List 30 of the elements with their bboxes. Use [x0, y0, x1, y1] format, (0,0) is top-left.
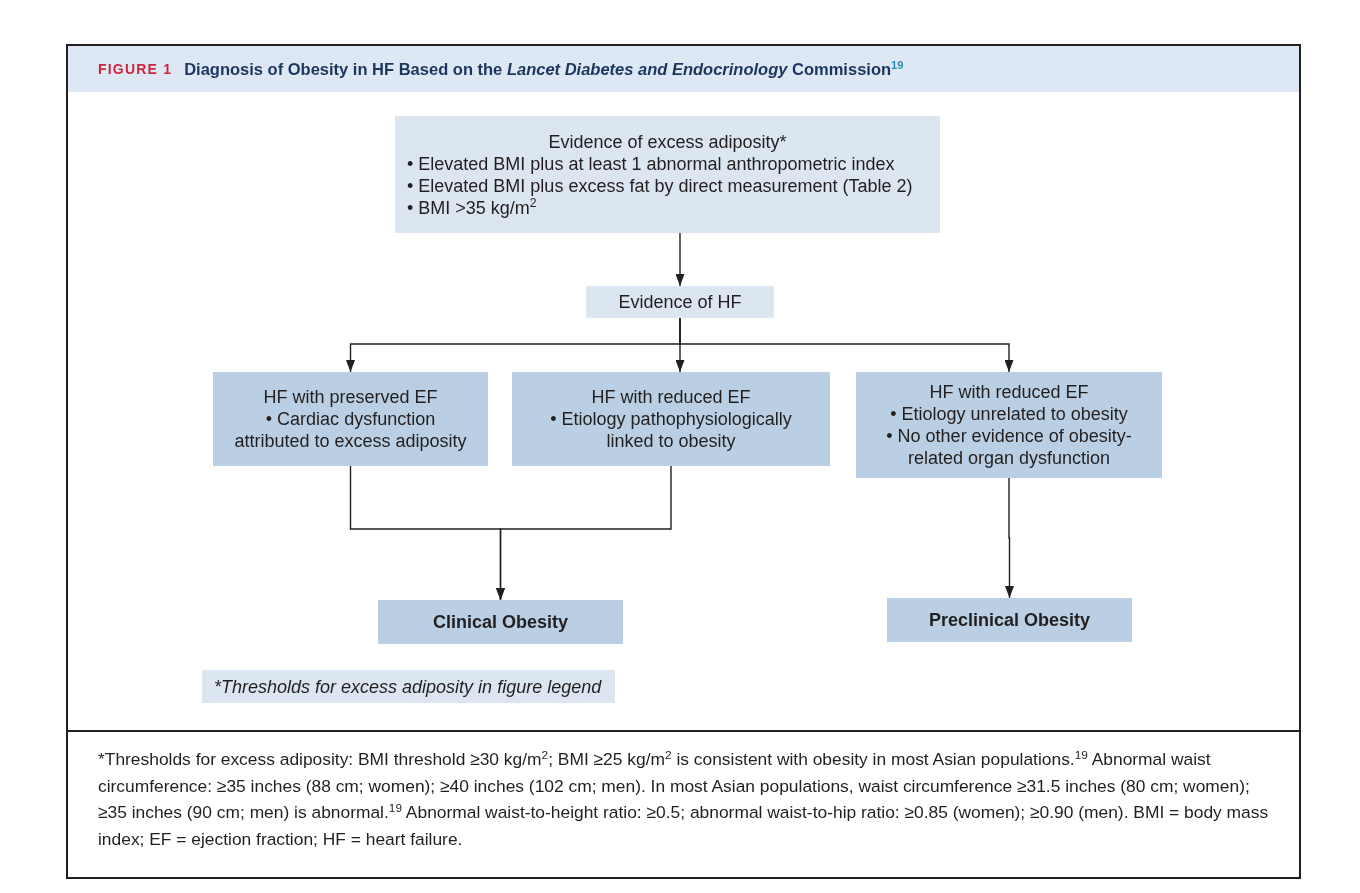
box-heading: Evidence of excess adiposity* [547, 130, 788, 153]
process-box [586, 286, 774, 318]
figure-title: Diagnosis of Obesity in HF Based on the Lancet Diabetes and Endocrinology Commission$^{19}$ [184, 59, 904, 79]
footnote-text: *Thresholds for excess adiposity: BMI threshold ≥30 kg/m$^{2}$; BMI ≥25 kg/m$^{2}$ is consistent with obesity in most Asian populations.$^{19}$ Abnormal waist circumference: ≥35 inches (88 cm; women); ≥40 inches (102 cm; men). In most Asian populations, waist circumference ≥31.5 inches (80 cm; women); ≥35 inches (90 cm; men) is abnormal.$^{19}$ Abnormal waist-to-height ratio: ≥0.5; abnormal waist-to-hip ratio: ≥0.85 (women); ≥0.90 (men). BMI = body mass index; EF = ejection fraction; HF = heart failure. [98, 746, 1270, 851]
box-heading: HF with reduced EF [590, 386, 752, 408]
bullet-text: • Etiology pathophysiologically linked to obesity [549, 408, 793, 452]
box-label: Clinical Obesity [431, 611, 569, 633]
bullet-text: • Elevated BMI plus at least 1 abnormal anthropometric index [407, 152, 896, 175]
bullet-text: • No other evidence of obesity-related organ dysfunction [885, 425, 1133, 469]
box-heading: HF with reduced EF [928, 381, 1090, 403]
bullet-text: • Elevated BMI plus excess fat by direct measurement (Table 2) [407, 174, 914, 197]
outcome-box [378, 600, 623, 644]
bullet-text: • Cardiac dysfunction attributed to excess adiposity [233, 408, 468, 452]
process-box [856, 372, 1162, 478]
process-box [395, 116, 940, 233]
note-text: *Thresholds for excess adiposity in figure legend [214, 675, 603, 698]
figure-number: FIGURE 1 [98, 61, 173, 77]
process-box [512, 372, 830, 466]
box-label: Preclinical Obesity [927, 609, 1092, 631]
outcome-box [887, 598, 1132, 642]
note-box [202, 670, 615, 703]
arrow [496, 465, 672, 601]
box-label: Evidence of HF [617, 291, 743, 313]
process-box [213, 372, 488, 466]
arrow [679, 317, 1014, 373]
bullet-text: • Etiology unrelated to obesity [889, 403, 1129, 425]
arrow [1005, 477, 1014, 599]
arrow [675, 232, 685, 287]
box-heading: HF with preserved EF [262, 386, 439, 408]
bullet-text: • BMI >35 kg/m$^{2}$ [407, 196, 537, 219]
